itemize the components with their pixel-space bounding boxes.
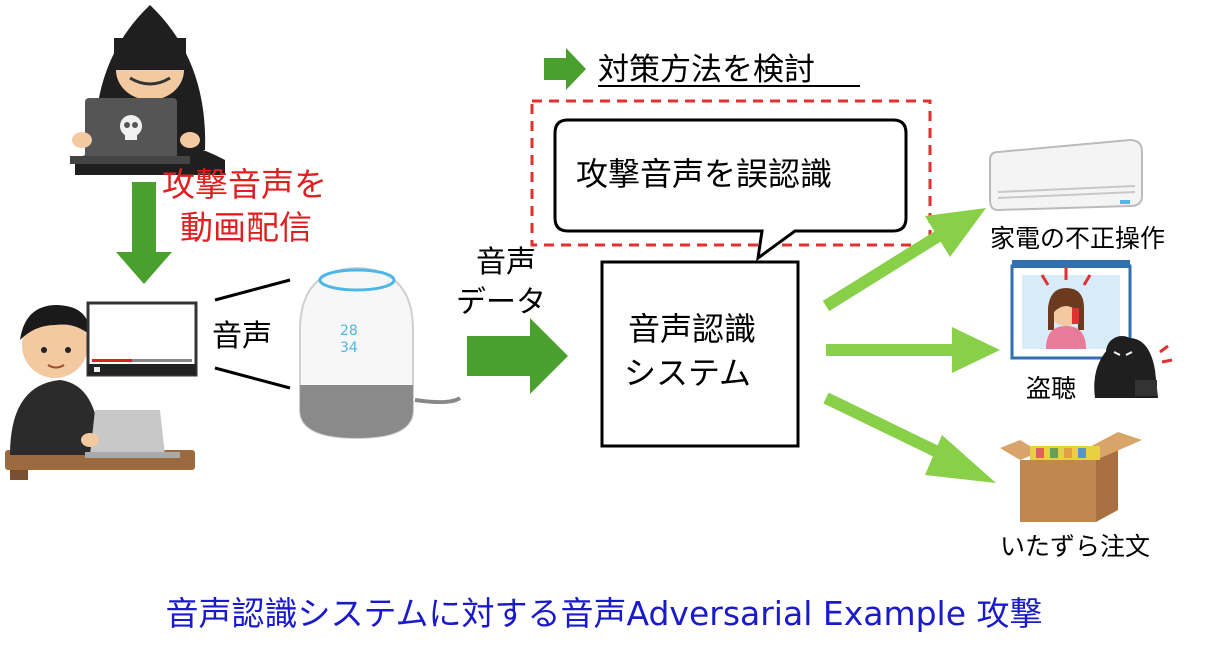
attack-voice-label-line2: 動画配信 [180,208,312,247]
consequence-arrows [822,208,1000,483]
diagram-caption: 音声認識システムに対する音声Adversarial Example 攻撃 [165,594,1042,633]
arrow-to-order-icon [823,392,996,483]
video-player [86,301,198,377]
voice-data-label-line1: 音声 [476,245,536,280]
speaker-display-line2: 34 [340,340,358,356]
countermeasure-label: 対策方法を検討 [598,52,815,88]
countermeasure-focus-box [530,99,932,247]
hacker-illustration [70,5,225,175]
right-arrow-icon [467,318,568,394]
air-conditioner-illustration [989,138,1143,212]
smart-speaker: 28 34 [299,266,462,440]
down-arrow-icon [116,182,172,284]
voice-data-label-line2: データ [456,285,546,320]
misrecognition-speech-bubble [553,118,908,262]
speaker-display-line1: 28 [340,323,358,339]
voice-label: 音声 [212,319,272,354]
viewer-illustration [5,305,195,480]
appliance-label: 家電の不正操作 [990,224,1165,253]
prank-order-label: いたずら注文 [1000,532,1150,561]
system-label-line1: 音声認識 [628,310,756,348]
small-right-arrow-icon [544,48,586,90]
play-icon [94,367,100,372]
sound-line-bottom [214,366,291,390]
arrow-to-appliance-icon [822,208,986,312]
cardboard-box-illustration [1000,432,1142,522]
sound-line-top [214,278,291,302]
system-label-line2: システム [624,354,751,392]
arrow-to-eavesdrop-icon [826,327,1000,373]
misrecognition-label: 攻撃音声を誤認識 [576,155,832,193]
eavesdrop-illustration [1010,260,1173,398]
speech-recognition-system-box [600,260,800,448]
attack-voice-label-line1: 攻撃音声を [162,165,327,204]
eavesdrop-label: 盗聴 [1026,374,1076,403]
